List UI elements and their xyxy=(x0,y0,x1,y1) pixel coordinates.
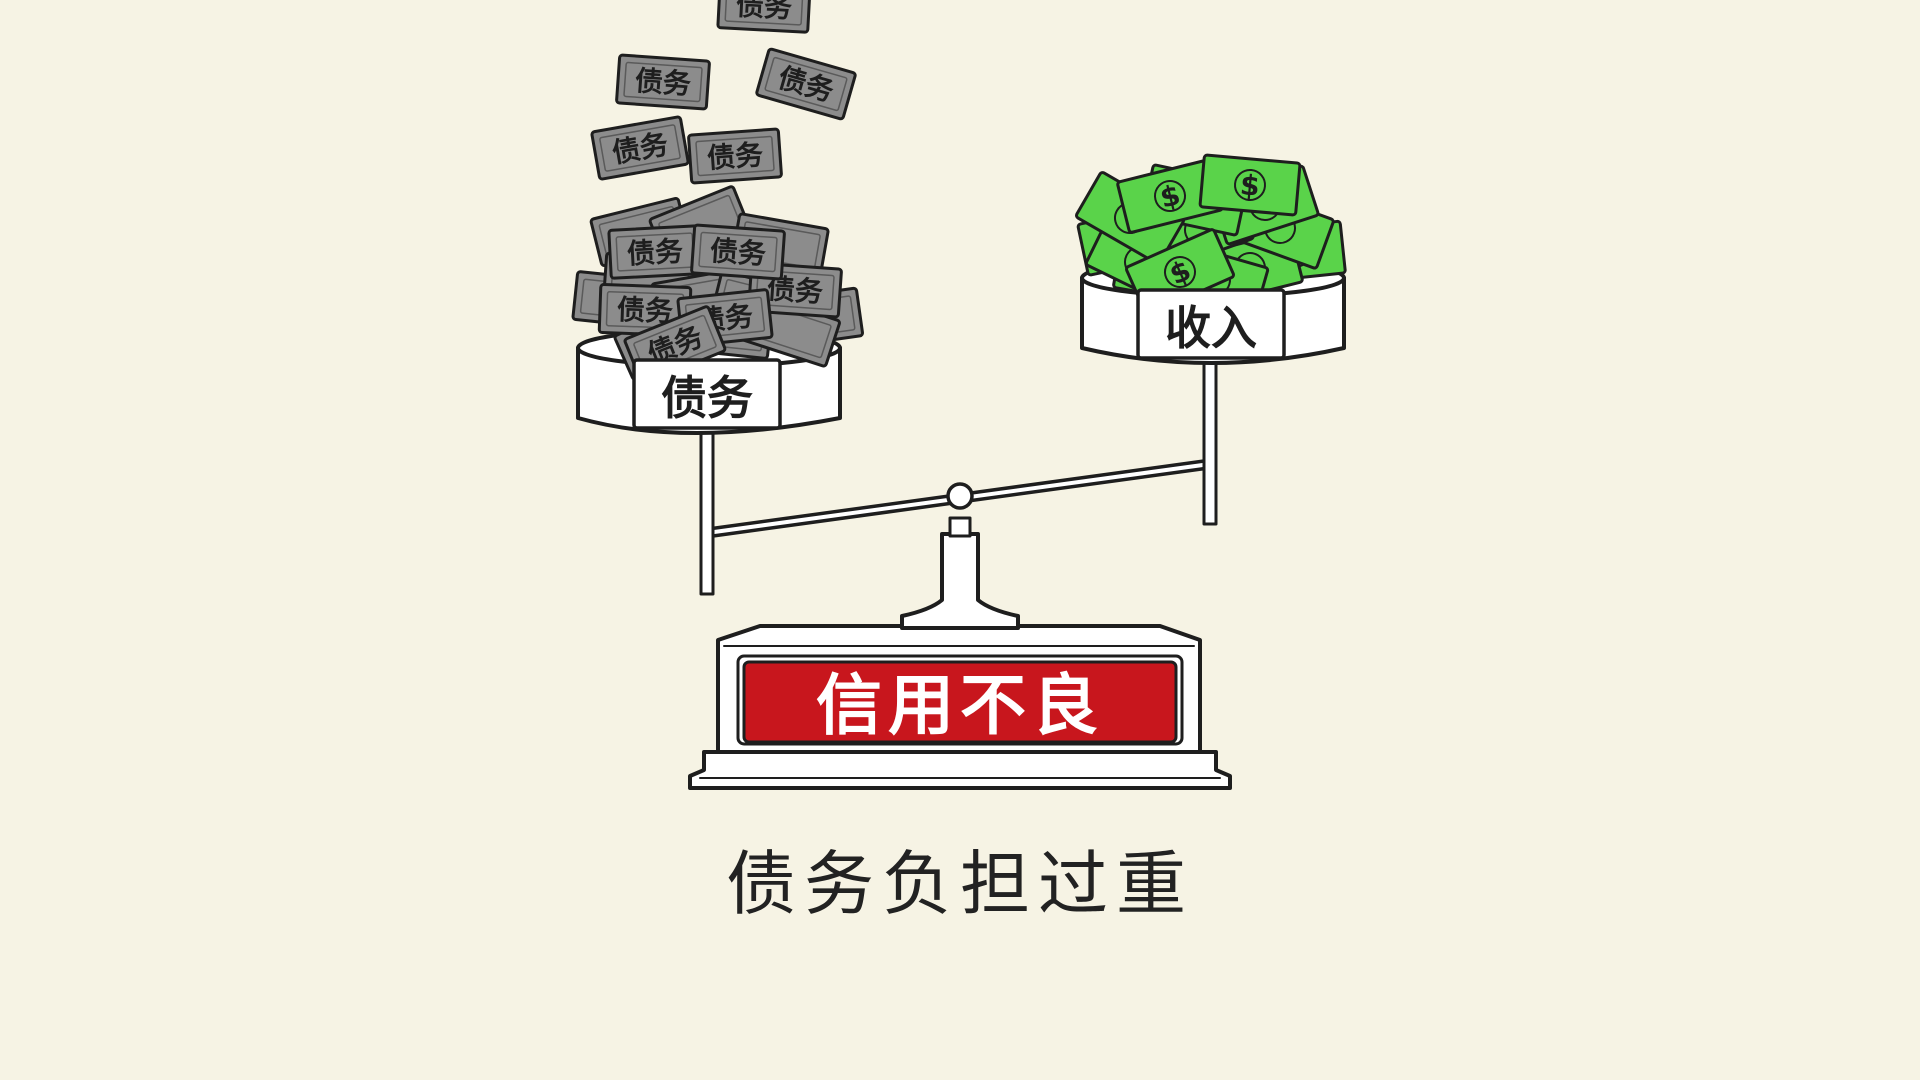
debt-note-label: 债务 xyxy=(735,0,793,24)
income-pan-label: 收入 xyxy=(1165,301,1257,355)
debt-note-label: 债务 xyxy=(709,234,767,271)
scale-beam xyxy=(699,358,1218,596)
income-money-pile: $ $ $ xyxy=(1073,153,1347,320)
debt-note-label: 债务 xyxy=(706,138,764,175)
dollar-symbol: $ xyxy=(1239,168,1261,203)
bad-credit-sign: 信用不良 xyxy=(742,660,1178,744)
falling-debt-notes: 债务 债务 债务 债务 债务 xyxy=(590,0,858,185)
bad-credit-sign-label: 信用不良 xyxy=(816,667,1104,744)
income-pan-label-box: 收入 xyxy=(1136,288,1286,360)
debt-pan-label-box: 债务 xyxy=(632,358,782,430)
debt-note-label: 债务 xyxy=(634,64,692,101)
debt-note-label: 债务 xyxy=(626,235,684,271)
scale-pillar xyxy=(900,516,1020,630)
debt-pan-label: 债务 xyxy=(661,371,753,425)
caption: 债务负担过重 xyxy=(726,843,1194,925)
